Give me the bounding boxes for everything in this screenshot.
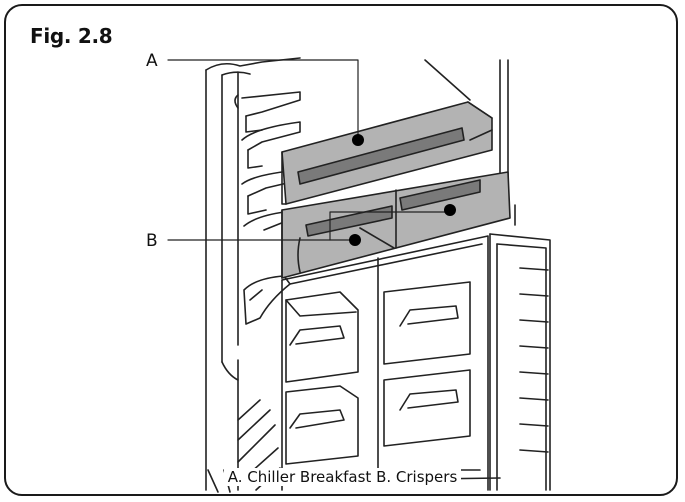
figure-caption-wrap: A. Chiller Breakfast B. Crispers <box>0 468 685 486</box>
callout-dot-b-1 <box>444 204 456 216</box>
callout-dot-b-2 <box>349 234 361 246</box>
callout-label-a: A <box>146 51 158 71</box>
right-door <box>489 233 551 491</box>
chiller-breakfast-shelf <box>281 101 493 205</box>
figure-caption: A. Chiller Breakfast B. Crispers <box>223 468 462 486</box>
callout-label-b: B <box>146 231 158 251</box>
figure-title: Fig. 2.8 <box>30 24 113 48</box>
crispers-shelf <box>281 171 511 279</box>
leader-a <box>167 59 359 141</box>
callout-dot-a <box>352 134 364 146</box>
lower-drawers <box>207 235 501 493</box>
leader-b <box>167 211 446 241</box>
